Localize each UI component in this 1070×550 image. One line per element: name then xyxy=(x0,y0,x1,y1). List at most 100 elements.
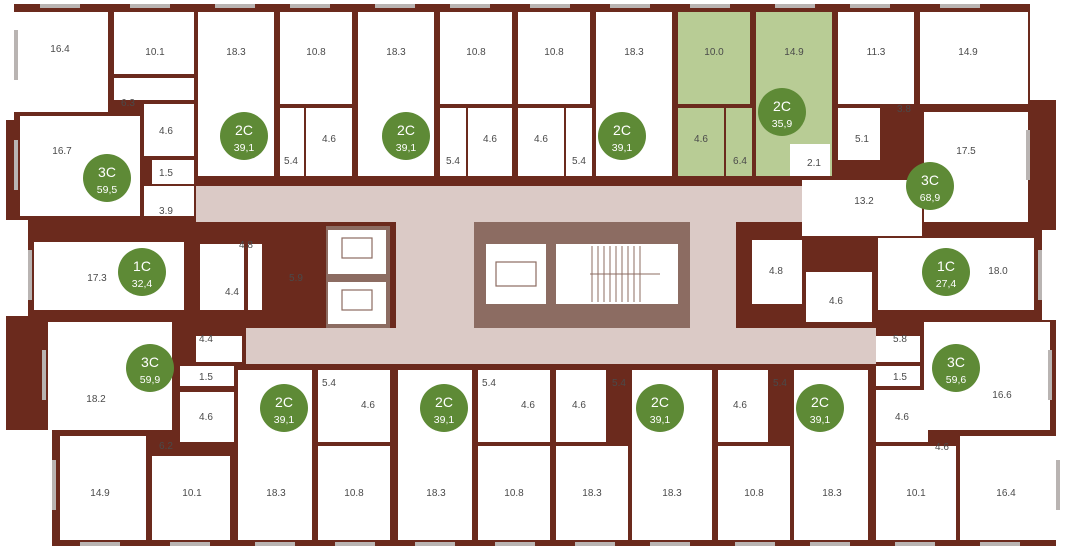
apartment-badge[interactable]: 3С 59,9 xyxy=(126,344,174,392)
elevator-icon xyxy=(341,237,373,259)
apartment-type: 3С xyxy=(98,164,116,180)
room-label: 4.6 xyxy=(159,126,173,137)
room-label: 5.4 xyxy=(572,156,586,167)
corridor xyxy=(690,222,736,328)
apartment-type: 2С xyxy=(397,122,415,138)
outline-notch xyxy=(0,430,52,550)
apartment-badge[interactable]: 2С 39,1 xyxy=(260,384,308,432)
room-label: 4.6 xyxy=(322,134,336,145)
room-label: 6.2 xyxy=(159,441,173,452)
apartment-area: 59,5 xyxy=(97,184,118,196)
outline-notch xyxy=(0,220,28,316)
room-label: 4.8 xyxy=(239,240,253,251)
outline-notch xyxy=(1042,230,1070,320)
room-label: 4.6 xyxy=(199,412,213,423)
apartment-type: 3С xyxy=(921,172,939,188)
apartment-area: 39,1 xyxy=(650,414,671,426)
room-label: 16.7 xyxy=(52,146,72,157)
room-label: 18.3 xyxy=(822,488,842,499)
room-label: 4.4 xyxy=(199,334,213,345)
room-label: 4.6 xyxy=(521,400,535,411)
room-label: 10.1 xyxy=(145,47,165,58)
room-label: 10.8 xyxy=(306,47,326,58)
apartment-badge[interactable]: 1С 27,4 xyxy=(922,248,970,296)
outline-notch xyxy=(1060,430,1070,550)
room-label: 10.8 xyxy=(504,488,524,499)
room-label: 5.1 xyxy=(855,134,869,145)
room-label: 10.8 xyxy=(544,47,564,58)
room-label: 10.1 xyxy=(182,488,202,499)
room-label: 4.6 xyxy=(694,134,708,145)
room-label: 4.6 xyxy=(935,442,949,453)
room-label: 14.9 xyxy=(90,488,110,499)
apartment-badge[interactable]: 2С 39,1 xyxy=(796,384,844,432)
windows xyxy=(14,4,1060,546)
room-label: 17.5 xyxy=(956,146,976,157)
apartment-type: 2С xyxy=(613,122,631,138)
room-label: 1.5 xyxy=(893,372,907,383)
corridor xyxy=(396,222,480,328)
apartment-badge[interactable]: 3С 59,5 xyxy=(83,154,131,202)
room-label: 16.6 xyxy=(992,390,1012,401)
room-label: 2.1 xyxy=(807,158,821,169)
apartment-badge-selected[interactable]: 2С 35,9 xyxy=(758,88,806,136)
room-label: 11.3 xyxy=(867,47,886,58)
elevator-icon xyxy=(495,261,537,287)
room-label: 1.5 xyxy=(159,168,173,179)
room-label: 18.3 xyxy=(662,488,682,499)
room-label: 4.6 xyxy=(361,400,375,411)
room-label: 10.8 xyxy=(466,47,486,58)
room-label: 18.3 xyxy=(582,488,602,499)
apartment-badge[interactable]: 2С 39,1 xyxy=(420,384,468,432)
apartment-badge[interactable]: 2С 39,1 xyxy=(382,112,430,160)
room-label: 5.4 xyxy=(773,378,787,389)
apartment-type: 2С xyxy=(435,394,453,410)
room-label: 13.2 xyxy=(854,196,874,207)
room-label: 16.4 xyxy=(50,44,70,55)
room-labels: 16.4 10.1 6.3 4.6 16.7 1.5 3.9 18.3 10.8… xyxy=(50,44,1016,499)
room-label: 10.0 xyxy=(704,47,724,58)
room-label: 18.3 xyxy=(226,47,246,58)
room-label: 18.3 xyxy=(266,488,286,499)
room-label: 4.6 xyxy=(572,400,586,411)
apartment-type: 2С xyxy=(235,122,253,138)
apartment-area: 59,9 xyxy=(140,374,161,386)
apartment-area: 59,6 xyxy=(946,374,967,386)
room-label: 5.9 xyxy=(289,273,303,284)
room-label: 18.3 xyxy=(386,47,406,58)
room-label: 3.9 xyxy=(159,206,173,217)
stair-steps-icon xyxy=(590,246,660,302)
apartment-badge[interactable]: 3С 68,9 xyxy=(906,162,954,210)
apartment-badge[interactable]: 3С 59,6 xyxy=(932,344,980,392)
corridor xyxy=(196,186,806,222)
apartment-area: 32,4 xyxy=(132,278,153,290)
outline-notch xyxy=(0,0,14,120)
apartment-badge[interactable]: 2С 39,1 xyxy=(598,112,646,160)
room-label: 6.3 xyxy=(121,98,135,109)
room-label: 4.6 xyxy=(895,412,909,423)
room-label: 10.8 xyxy=(744,488,764,499)
room-label: 10.8 xyxy=(344,488,364,499)
apartment-area: 27,4 xyxy=(936,278,957,290)
apartment-type: 1С xyxy=(937,258,955,274)
stair-landing xyxy=(486,244,546,304)
shaft xyxy=(264,224,326,328)
apartment-type: 2С xyxy=(773,98,791,114)
room-label: 5.8 xyxy=(893,334,907,345)
room-label: 4.6 xyxy=(733,400,747,411)
apartment-type: 3С xyxy=(947,354,965,370)
room-label: 4.4 xyxy=(225,287,239,298)
apartment-badge[interactable]: 2С 39,1 xyxy=(220,112,268,160)
room-label: 5.4 xyxy=(482,378,496,389)
apartment-area: 39,1 xyxy=(810,414,831,426)
apartment-badge[interactable]: 1С 32,4 xyxy=(118,248,166,296)
apartment-area: 39,1 xyxy=(612,142,633,154)
room-label: 18.2 xyxy=(86,394,106,405)
room-label: 18.3 xyxy=(624,47,644,58)
apartment-badge[interactable]: 2С 39,1 xyxy=(636,384,684,432)
room-label: 18.0 xyxy=(988,266,1008,277)
apartment-area: 39,1 xyxy=(396,142,417,154)
room-label: 4.6 xyxy=(829,296,843,307)
room-label: 4.8 xyxy=(769,266,783,277)
